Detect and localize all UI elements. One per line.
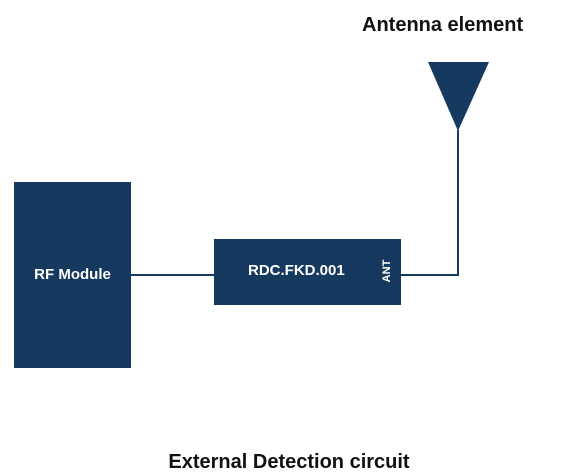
wire-component-to-antenna xyxy=(401,130,459,276)
rf-module-block: RF Module xyxy=(14,182,131,368)
rf-module-label: RF Module xyxy=(34,266,111,283)
diagram-title: External Detection circuit xyxy=(168,451,410,473)
component-label: RDC.FKD.001 xyxy=(248,262,345,279)
antenna-port-label: ANT xyxy=(381,259,393,283)
antenna-icon xyxy=(428,62,489,131)
antenna-element-label: Antenna element xyxy=(362,14,524,36)
component-block: RDC.FKD.001 xyxy=(214,239,401,305)
